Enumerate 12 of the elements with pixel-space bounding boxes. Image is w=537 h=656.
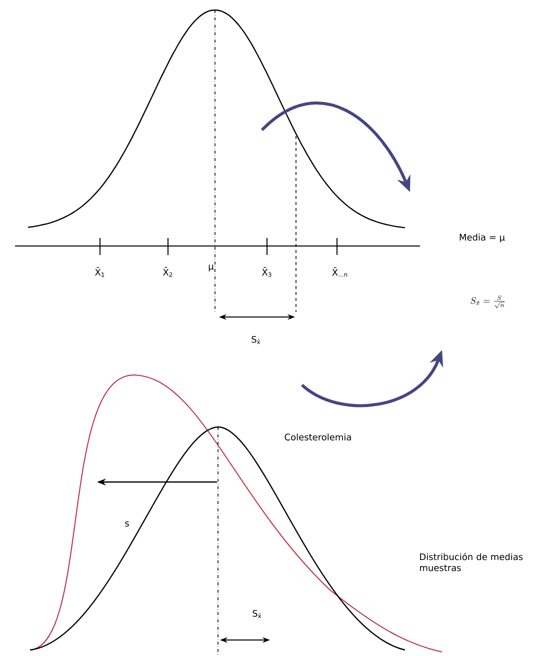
tick-label: X̄$_{2}$ <box>163 267 172 277</box>
mean-label: Media = μ <box>460 234 505 242</box>
curve-label: Distribución de medias muestras <box>420 552 523 572</box>
tick-label: X̄$_{1}$ <box>95 267 104 277</box>
tick-label: X̄$_{...n}$ <box>332 267 348 277</box>
formula: $S_{\bar{x}}=\frac{S}{\sqrt{n}}$ <box>470 296 505 308</box>
tick-label: μ <box>208 264 214 272</box>
interval-label: S$_{x̄}$ <box>252 336 260 344</box>
interval-label: S$_{x̄}$ <box>252 610 262 618</box>
curve-label: Colesterolemia <box>284 434 351 440</box>
tick-label: X̄$_{3}$ <box>262 267 272 277</box>
interval-label: s <box>125 521 129 527</box>
